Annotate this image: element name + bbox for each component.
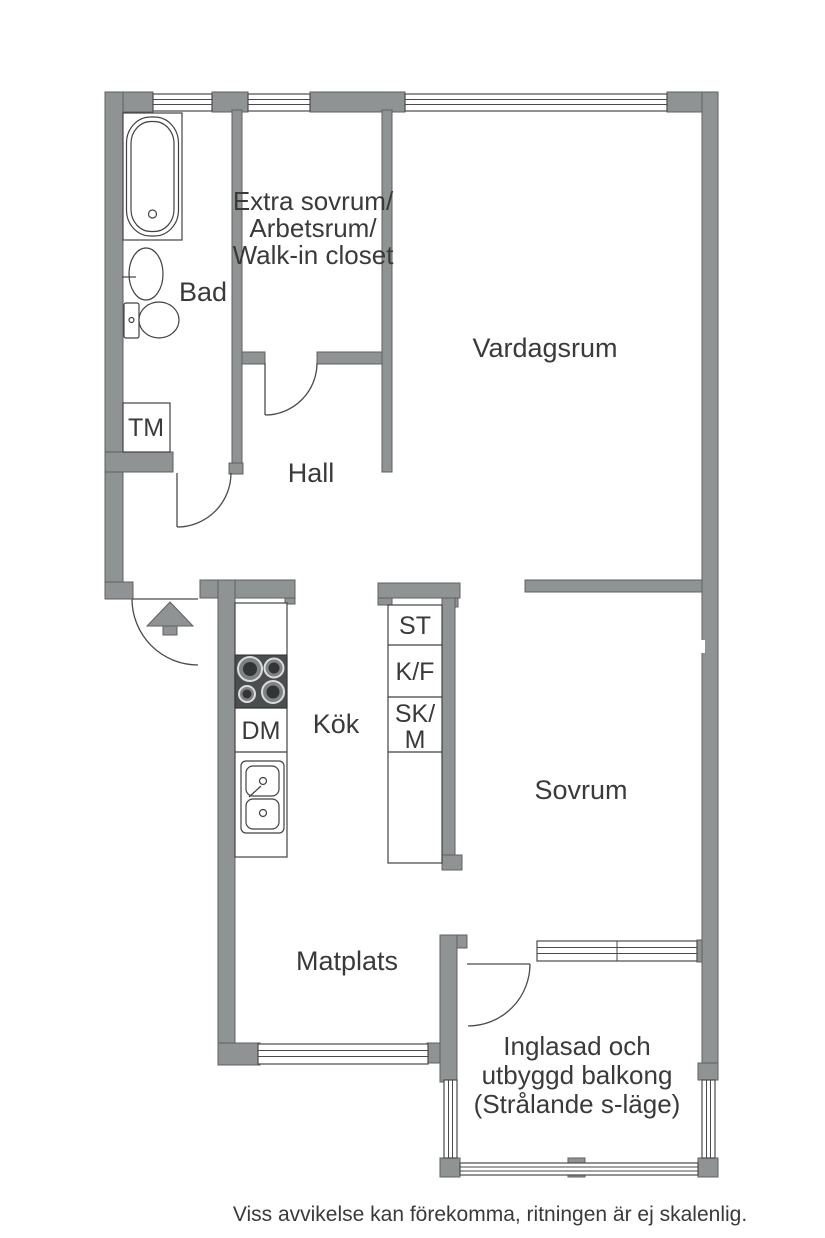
window-balcony-bottom [459, 1162, 699, 1176]
door-bathroom [176, 472, 232, 528]
room-label-hall: Hall [288, 458, 335, 488]
wall-segment [104, 91, 124, 583]
kitchen-sink [240, 760, 285, 834]
window-vardagsrum [404, 93, 668, 112]
room-label-bad: Bad [179, 277, 227, 307]
wall-segment [701, 91, 719, 1064]
room-label-kok: Kök [313, 709, 360, 739]
window-balcony-left [443, 1079, 458, 1159]
window-extra-sovrum [247, 93, 311, 112]
wall-segment [426, 1042, 441, 1064]
walls [104, 91, 719, 1178]
label-st: ST [399, 612, 431, 640]
wall-segment [228, 462, 244, 475]
window-balcony-right [701, 1079, 716, 1159]
wall-segment [217, 1042, 261, 1066]
wall-segment [199, 579, 296, 599]
room-label-balkong-1: Inglasad och [503, 1031, 650, 1061]
room-label-sovrum: Sovrum [534, 775, 627, 805]
label-dm: DM [242, 717, 281, 745]
room-label-vardagsrum: Vardagsrum [472, 333, 617, 363]
wall-segment [441, 597, 456, 859]
wall-segment [381, 109, 393, 473]
wall-segment [696, 939, 703, 963]
stove [234, 654, 288, 709]
door-extra-sovrum [264, 362, 318, 416]
labels: Bad Extra sovrum/ Arbetsrum/ Walk-in clo… [128, 186, 747, 1226]
bathtub [122, 112, 183, 241]
room-label-extra-sovrum-2: Arbetsrum/ [249, 213, 377, 243]
room-label-balkong-3: (Strålande s-läge) [474, 1089, 681, 1119]
wall-segment [316, 351, 393, 365]
window-sovrum [536, 940, 698, 962]
room-label-matplats: Matplats [296, 946, 398, 976]
windows [152, 93, 716, 1176]
label-skm-2: M [405, 726, 426, 754]
entrance-arrow-icon [145, 601, 195, 636]
wall-segment [309, 91, 406, 113]
wall-segment [697, 1062, 719, 1081]
window-bathroom [152, 93, 213, 112]
room-label-extra-sovrum-1: Extra sovrum/ [233, 186, 394, 216]
door-balcony [467, 963, 531, 1027]
label-kf: K/F [396, 658, 435, 686]
room-label-extra-sovrum-3: Walk-in closet [233, 240, 395, 270]
wall-segment [217, 579, 236, 1064]
wall-segment [377, 582, 461, 599]
wall-segment [104, 581, 134, 600]
wall-segment [439, 934, 458, 1083]
wall-segment [211, 91, 249, 113]
wall-segment [377, 597, 393, 606]
washbasin [122, 247, 164, 301]
room-label-balkong-2: utbyggd balkong [482, 1060, 673, 1090]
window-matplats [257, 1043, 429, 1065]
kitchen-tall-unit [387, 604, 443, 864]
wall-segment [697, 1157, 719, 1178]
disclaimer-text: Viss avvikelse kan förekomma, ritningen … [233, 1203, 747, 1226]
fixtures [122, 112, 443, 864]
wall-segment [241, 351, 266, 365]
doors [131, 362, 531, 1027]
wall-segment [231, 109, 243, 464]
wall-seam [701, 640, 705, 653]
wall-segment [441, 854, 463, 871]
wall-segment [284, 597, 296, 605]
washing-machine [122, 402, 171, 453]
wall-segment [524, 579, 703, 593]
label-skm-1: SK/ [395, 700, 435, 728]
toilet [123, 301, 180, 339]
label-tm: TM [128, 414, 164, 442]
door-entrance [131, 598, 199, 666]
wall-segment [439, 1157, 461, 1178]
wall-segment [104, 451, 174, 473]
